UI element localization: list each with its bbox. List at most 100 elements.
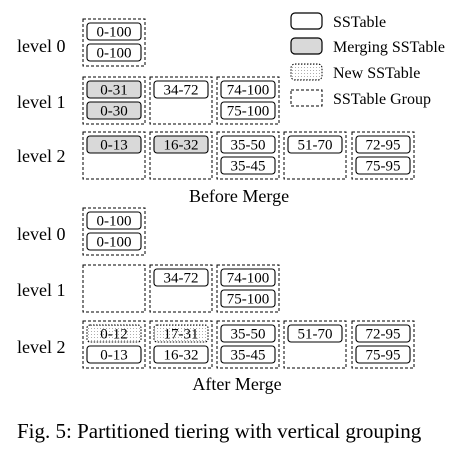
sstable-group: 0-100 0-100: [82, 18, 146, 67]
sstable: [355, 324, 411, 343]
sstable-range-label: 75-95: [366, 159, 401, 175]
legend-group-label: SSTable Group: [333, 91, 431, 108]
figure-caption: Fig. 5: Partitioned tiering with vertica…: [17, 419, 422, 443]
sstable-range-label: 0-100: [97, 25, 132, 41]
sstable-range-label: 16-32: [164, 138, 199, 154]
sstable-range-label: 16-32: [164, 348, 199, 364]
sstable-range-label: 72-95: [366, 138, 401, 154]
sstable: [287, 135, 343, 154]
sstable-range-label: 74-100: [227, 83, 270, 99]
sstable-group: 0-13: [82, 131, 146, 180]
legend-merging-label: Merging SSTable: [333, 39, 445, 56]
sstable: [220, 324, 276, 343]
sstable: [86, 211, 142, 230]
sstable-group-outline: [283, 131, 347, 180]
new-sstable: [86, 324, 142, 343]
sstable-group-outline: [82, 76, 146, 125]
sstable-range-label: 35-50: [231, 138, 266, 154]
sstable: [220, 101, 276, 120]
sstable-range-label: 75-100: [227, 104, 270, 120]
level-label: level 0: [17, 224, 65, 244]
sstable-group-outline: [216, 131, 280, 180]
sstable: [220, 135, 276, 154]
legend-sstable-swatch: [290, 12, 323, 30]
sstable-range-label: 0-12: [100, 327, 128, 343]
sstable-range-label: 35-45: [231, 159, 266, 175]
sstable-range-label: 0-13: [100, 348, 128, 364]
merging-sstable: [86, 80, 142, 99]
sstable: [355, 135, 411, 154]
after-merge-caption: After Merge: [192, 374, 281, 394]
sstable: [86, 43, 142, 62]
before-merge-section: level 0 level 1 level 2 0-1000-1000-310-…: [17, 18, 415, 206]
level-label: level 2: [17, 337, 65, 357]
sstable-group-outline: [216, 320, 280, 369]
sstable-group-outline: [82, 207, 146, 256]
sstable-group-outline: [82, 264, 146, 313]
sstable: [220, 289, 276, 308]
sstable-group: [82, 264, 146, 313]
sstable-range-label: 0-100: [97, 235, 132, 251]
sstable-group: 0-12 0-13: [82, 320, 146, 369]
sstable: [86, 232, 142, 251]
sstable-range-label: 75-100: [227, 292, 270, 308]
sstable-range-label: 35-50: [231, 327, 266, 343]
sstable-group-outline: [216, 76, 280, 125]
legend-merging-swatch: [290, 37, 323, 55]
sstable-group: 16-32: [149, 131, 213, 180]
sstable-group: 72-95 75-95: [351, 131, 415, 180]
sstable-range-label: 0-100: [97, 46, 132, 62]
before-merge-caption: Before Merge: [189, 186, 289, 206]
sstable: [153, 345, 209, 364]
sstable-group-outline: [149, 320, 213, 369]
sstable-group: 35-50 35-45: [216, 131, 280, 180]
sstable-range-label: 0-30: [100, 104, 128, 120]
sstable-range-label: 75-95: [366, 348, 401, 364]
sstable-group-outline: [351, 131, 415, 180]
level-label: level 2: [17, 146, 65, 166]
sstable-group: 74-100 75-100: [216, 76, 280, 125]
sstable-group-outline: [149, 131, 213, 180]
sstable-range-label: 51-70: [298, 327, 333, 343]
merging-sstable: [86, 101, 142, 120]
sstable-group: 72-95 75-95: [351, 320, 415, 369]
sstable-range-label: 0-13: [100, 138, 128, 154]
sstable-group: 74-100 75-100: [216, 264, 280, 313]
sstable-range-label: 35-45: [231, 348, 266, 364]
sstable: [220, 268, 276, 287]
sstable-group-outline: [351, 320, 415, 369]
sstable-group-outline: [82, 131, 146, 180]
legend: SSTable Merging SSTable New SSTable SSTa…: [290, 12, 445, 108]
sstable: [220, 156, 276, 175]
sstable-group: 34-72: [149, 76, 213, 125]
sstable: [153, 268, 209, 287]
sstable-group-outline: [149, 264, 213, 313]
sstable: [355, 345, 411, 364]
sstable-group-outline: [82, 18, 146, 67]
legend-group-swatch: [290, 89, 323, 107]
sstable-group: 0-100 0-100: [82, 207, 146, 256]
new-sstable: [153, 324, 209, 343]
sstable-group-outline: [216, 264, 280, 313]
sstable: [220, 80, 276, 99]
sstable-group: 51-70: [283, 320, 347, 369]
sstable-range-label: 72-95: [366, 327, 401, 343]
sstable-group: 0-31 0-30: [82, 76, 146, 125]
sstable-group: 34-72: [149, 264, 213, 313]
merging-sstable: [86, 135, 142, 154]
legend-sstable-label: SSTable: [333, 14, 386, 31]
legend-new-label: New SSTable: [333, 65, 420, 82]
sstable-range-label: 17-31: [164, 327, 199, 343]
sstable-group-outline: [149, 76, 213, 125]
legend-new-swatch: [290, 63, 323, 81]
sstable-range-label: 0-31: [100, 83, 128, 99]
sstable-range-label: 34-72: [164, 83, 199, 99]
sstable-group-outline: [283, 320, 347, 369]
sstable-group: 17-31 16-32: [149, 320, 213, 369]
level-label: level 0: [17, 36, 65, 56]
sstable-range-label: 74-100: [227, 271, 270, 287]
sstable: [355, 156, 411, 175]
sstable-range-label: 0-100: [97, 214, 132, 230]
